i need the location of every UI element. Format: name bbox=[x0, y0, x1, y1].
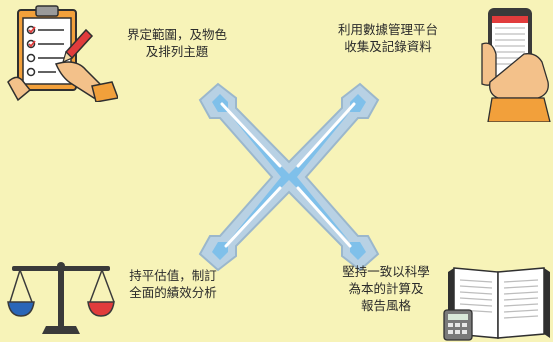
caption-line: 收集及記錄資料 bbox=[344, 39, 432, 54]
caption-data-platform: 利用數據管理平台 收集及記錄資料 bbox=[333, 21, 443, 55]
crossed-bones-x-icon bbox=[198, 82, 380, 272]
caption-line: 利用數據管理平台 bbox=[337, 22, 438, 37]
clipboard-checklist-icon bbox=[7, 5, 118, 102]
caption-define-scope: 界定範圍，及物色 及排列主題 bbox=[122, 26, 232, 60]
caption-line: 報告風格 bbox=[360, 298, 411, 313]
caption-line: 及排列主題 bbox=[145, 44, 209, 59]
caption-line: 界定範圍，及物色 bbox=[126, 27, 227, 42]
open-book-calculator-icon bbox=[443, 267, 550, 341]
caption-scientific-reporting: 堅持一致以科學 為本的計算及 報告風格 bbox=[326, 263, 446, 314]
caption-line: 堅持一致以科學 bbox=[342, 264, 430, 279]
caption-line: 持平估值，制訂 bbox=[129, 268, 217, 283]
smartphone-in-hand-icon bbox=[481, 8, 551, 122]
caption-fair-valuation: 持平估值，制訂 全面的績效分析 bbox=[108, 267, 238, 301]
caption-line: 全面的績效分析 bbox=[129, 285, 217, 300]
balance-scale-icon bbox=[7, 262, 115, 334]
caption-line: 為本的計算及 bbox=[348, 281, 424, 296]
